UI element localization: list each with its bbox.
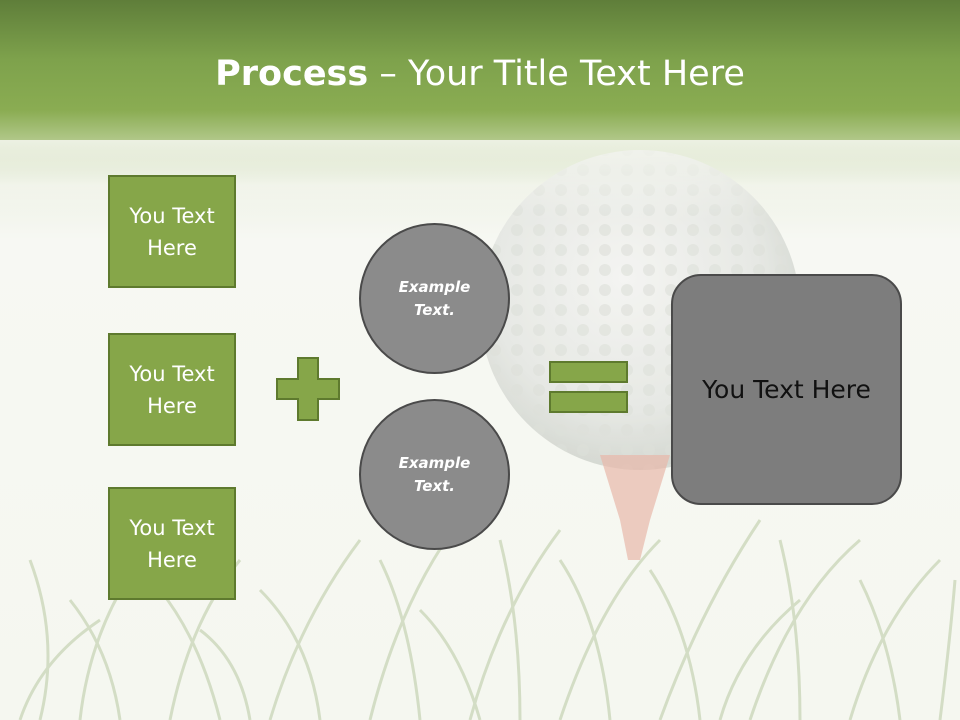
result-label: You Text Here — [702, 375, 871, 404]
result-box: You Text Here — [671, 274, 902, 505]
circle-1: Example Text. — [359, 223, 510, 374]
plus-icon — [276, 357, 340, 421]
equals-icon — [549, 361, 628, 413]
text-box-2: You Text Here — [108, 333, 236, 446]
text-box-1-label: You Text Here — [129, 203, 215, 260]
text-box-3-label: You Text Here — [129, 515, 215, 572]
golf-tee-icon — [600, 455, 670, 560]
circle-2: Example Text. — [359, 399, 510, 550]
text-box-3: You Text Here — [108, 487, 236, 600]
slide-title: Process – Your Title Text Here — [0, 52, 960, 96]
title-rest: – Your Title Text Here — [368, 54, 745, 94]
circle-1-label: Example Text. — [398, 277, 471, 319]
text-box-2-label: You Text Here — [129, 361, 215, 418]
circle-2-label: Example Text. — [398, 453, 471, 495]
title-bold: Process — [215, 54, 369, 94]
text-box-1: You Text Here — [108, 175, 236, 288]
